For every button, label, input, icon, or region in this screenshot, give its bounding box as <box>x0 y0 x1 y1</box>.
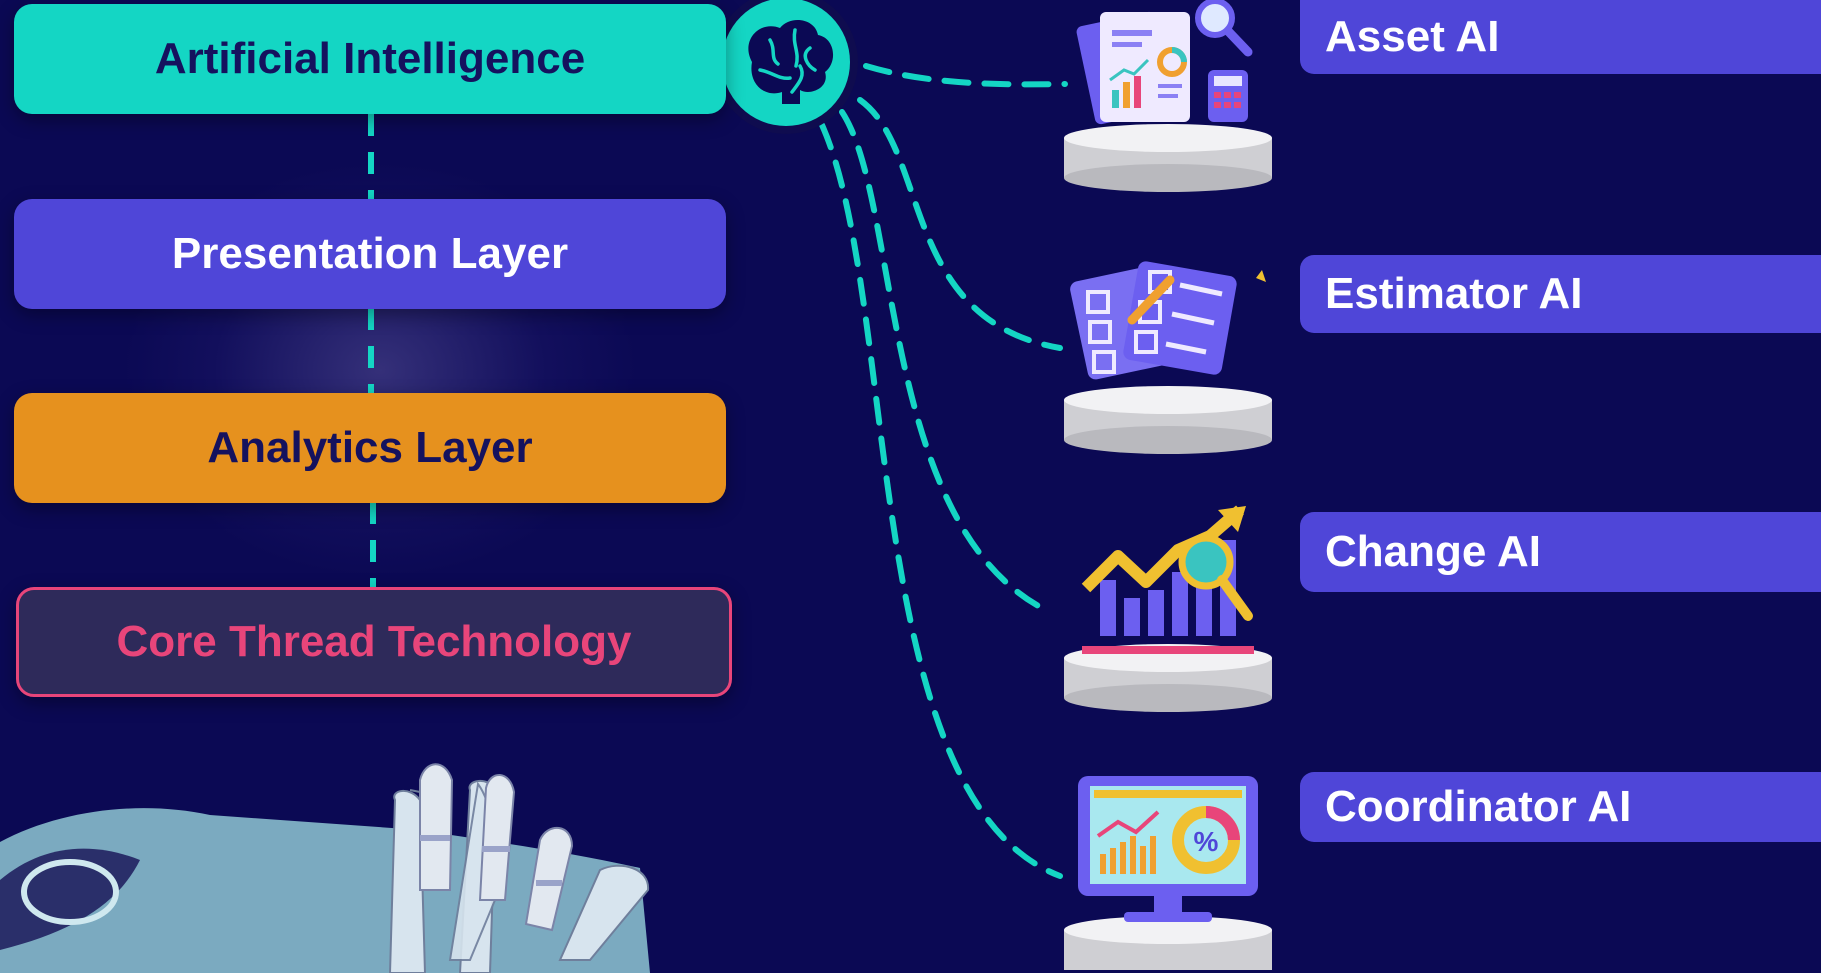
svg-text:%: % <box>1194 826 1219 857</box>
podium-coordinator <box>1064 916 1272 970</box>
podium-asset <box>1064 124 1272 192</box>
podium-change <box>1064 644 1272 712</box>
layer-core-label: Core Thread Technology <box>116 617 632 666</box>
connector-to-change <box>839 109 1045 611</box>
connector-to-asset <box>863 63 1068 88</box>
module-asset-ai: Asset AI <box>1300 0 1821 74</box>
layer-presentation: Presentation Layer <box>14 199 726 309</box>
module-estimator-ai: Estimator AI <box>1300 255 1821 333</box>
module-estimator-label: Estimator AI <box>1325 269 1583 318</box>
layer-analytics: Analytics Layer <box>14 393 726 503</box>
layer-presentation-label: Presentation Layer <box>171 229 569 278</box>
layer-core-thread: Core Thread Technology <box>16 587 732 697</box>
layer-analytics-label: Analytics Layer <box>207 423 533 472</box>
podium-estimator <box>1064 386 1272 454</box>
layer-ai-label: Artificial Intelligence <box>154 34 586 83</box>
brain-icon <box>714 0 858 134</box>
robot-hand-image <box>0 763 650 973</box>
module-coordinator-ai: Coordinator AI <box>1300 772 1821 842</box>
module-coordinator-label: Coordinator AI <box>1325 782 1632 831</box>
checklist-icon <box>1070 261 1266 380</box>
connector-to-coordinator <box>819 122 1063 879</box>
podiums <box>1064 124 1272 970</box>
connector-to-estimator <box>857 97 1063 351</box>
report-document-icon <box>1076 0 1253 125</box>
layer-artificial-intelligence: Artificial Intelligence <box>14 4 726 114</box>
dashboard-monitor-icon: % <box>1078 776 1258 922</box>
module-change-ai: Change AI <box>1300 512 1821 592</box>
module-asset-label: Asset AI <box>1325 12 1500 61</box>
growth-chart-icon <box>1081 505 1254 654</box>
module-change-label: Change AI <box>1325 527 1541 576</box>
